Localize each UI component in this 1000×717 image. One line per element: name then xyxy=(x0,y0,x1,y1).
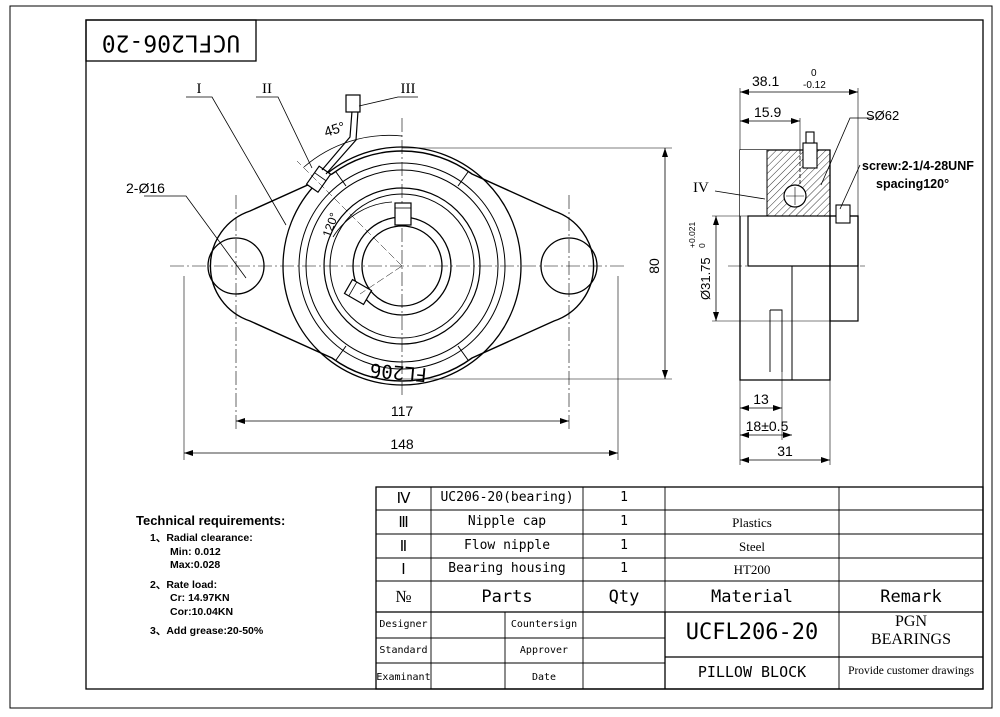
side-set-screw xyxy=(835,204,851,224)
row-4-qty: 1 xyxy=(620,561,628,576)
angle-label-45: 45° xyxy=(322,118,347,140)
req-cr: Cr: 14.97KN xyxy=(170,592,230,604)
side-nipple xyxy=(802,142,818,169)
row-3-qty: 1 xyxy=(620,538,628,553)
dim-80: 80 xyxy=(646,258,662,274)
row-2-material: Plastics xyxy=(732,515,772,530)
flange-outline xyxy=(209,150,595,382)
housing-marking: FL206 xyxy=(369,359,428,386)
parts-table-grid xyxy=(375,486,984,690)
leader-label-II: II xyxy=(262,81,272,97)
bore-dim: Ø31.75 xyxy=(698,257,713,300)
leader-label-IV: IV xyxy=(693,180,709,196)
header-no: № xyxy=(395,587,412,606)
hub-inner xyxy=(298,162,506,370)
set-screw-angled xyxy=(343,278,373,306)
label-standard: Standard xyxy=(379,645,428,656)
angle-arc-120 xyxy=(332,201,393,238)
outer-border xyxy=(9,5,993,709)
req-min: Min: 0.012 xyxy=(170,545,221,558)
label-countersign: Countersign xyxy=(510,619,578,630)
row-1-part: UC206-20(bearing) xyxy=(440,490,574,505)
row-2-qty: 1 xyxy=(620,514,628,529)
spacing-label: spacing120° xyxy=(876,177,949,191)
label-approver: Approver xyxy=(519,645,569,656)
header-qty: Qty xyxy=(608,587,640,607)
row-3-material: Steel xyxy=(739,539,765,554)
bore-tol-upper: +0.021 xyxy=(687,221,697,248)
header-material: Material xyxy=(711,587,793,607)
bolt-hole-label: 2-Ø16 xyxy=(126,180,165,196)
dim-148: 148 xyxy=(390,436,414,452)
dim-38-tol-upper: 0 xyxy=(811,68,817,79)
dim-13: 13 xyxy=(753,391,769,407)
req-item-1-label: 1、Radial clearance: xyxy=(150,532,253,544)
leader-label-I: I xyxy=(197,81,202,97)
row-1-no: Ⅳ xyxy=(396,491,411,507)
product-name: PILLOW BLOCK xyxy=(697,663,807,681)
dim-38: 38.1 xyxy=(752,73,779,89)
label-date: Date xyxy=(531,672,557,683)
sphere-label: SØ62 xyxy=(866,108,899,123)
front-view xyxy=(144,94,672,460)
header-remark: Remark xyxy=(880,587,942,607)
model-number: UCFL206-20 xyxy=(685,620,819,645)
dim-117: 117 xyxy=(391,403,414,419)
bearing-shield xyxy=(329,193,475,339)
set-screw-top xyxy=(394,202,412,226)
dim-15-9: 15.9 xyxy=(754,104,781,120)
screw-label: screw:2-1/4-28UNF xyxy=(862,159,974,173)
mirrored-title-box: UCFL206-20 xyxy=(85,19,257,62)
brand-line-1: PGN xyxy=(894,613,927,630)
req-item-2: 2、Rate load: Cr: 14.97KN Cor:10.04KN xyxy=(150,579,263,620)
bore-circle xyxy=(361,225,443,307)
grease-nipple xyxy=(305,165,332,194)
brand-line-2: BEARINGS xyxy=(870,631,951,648)
bolt-hole-left xyxy=(207,237,265,295)
side-view xyxy=(712,88,873,465)
dim-31: 31 xyxy=(777,443,793,459)
tech-req-list: 1、Radial clearance: Min: 0.012 Max:0.028… xyxy=(150,532,263,645)
bearing-outer-ring xyxy=(323,187,481,345)
angle-label-120: 120° xyxy=(320,211,342,239)
note-customer-drawings: Provide customer drawings xyxy=(848,665,974,677)
dim-18: 18±0.5 xyxy=(746,418,789,434)
hub-outer xyxy=(282,146,522,386)
row-2-no: Ⅲ xyxy=(398,515,409,531)
bore-tol-lower: 0 xyxy=(697,243,707,248)
dim-38-tol-lower: -0.12 xyxy=(803,80,826,91)
label-examinant: Examinant xyxy=(376,672,431,683)
req-max: Max:0.028 xyxy=(170,559,221,571)
req-item-1: 1、Radial clearance: Min: 0.012 Max:0.028 xyxy=(150,532,263,573)
row-3-no: Ⅱ xyxy=(399,539,408,555)
req-item-3: 3、Add grease:20-50% xyxy=(150,625,264,637)
row-4-no: Ⅰ xyxy=(401,562,406,578)
row-4-part: Bearing housing xyxy=(448,561,566,576)
leader-label-III: III xyxy=(401,81,416,97)
nipple-cap xyxy=(345,94,361,113)
tech-req-title: Technical requirements: xyxy=(136,513,286,528)
angle-arc-45 xyxy=(303,135,403,168)
mirrored-title: UCFL206-20 xyxy=(102,30,240,56)
req-cor: Cor:10.04KN xyxy=(170,605,234,618)
row-2-part: Nipple cap xyxy=(467,514,547,529)
header-parts: Parts xyxy=(481,587,533,607)
row-3-part: Flow nipple xyxy=(463,538,551,553)
label-designer: Designer xyxy=(379,619,428,630)
row-4-material: HT200 xyxy=(733,562,771,577)
req-item-2-label: 2、Rate load: xyxy=(150,578,218,591)
hub-seat xyxy=(305,169,499,363)
bolt-hole-right xyxy=(540,237,598,295)
row-1-qty: 1 xyxy=(620,490,628,505)
